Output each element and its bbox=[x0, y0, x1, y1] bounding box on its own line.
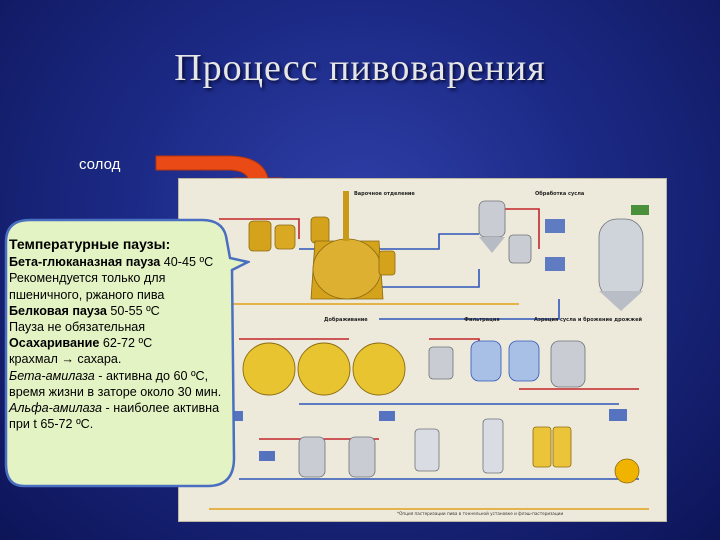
section-label-filtration: Фильтрация bbox=[464, 317, 500, 323]
section-label-fermentation: Аэрация сусла и брожение дрожжей bbox=[534, 316, 643, 323]
section-label-maturation: Дображивание bbox=[324, 316, 368, 323]
callout-line: Бета-глюканазная пауза 40-45 ºС bbox=[9, 255, 214, 270]
brewing-process-diagram: Варочное отделение Обработка сусла Добра… bbox=[178, 178, 667, 522]
callout-line: Пауза не обязательная bbox=[9, 320, 146, 335]
filtration-units bbox=[428, 340, 586, 388]
wort-treatment-vessels bbox=[478, 200, 565, 271]
malt-label: солод bbox=[79, 156, 121, 173]
temperature-pauses-text: Температурные паузы: Бета-глюканазная па… bbox=[9, 236, 233, 432]
control-panels bbox=[227, 409, 627, 461]
callout-bubble bbox=[4, 218, 250, 488]
callout-line: крахмал → сахара. bbox=[9, 352, 122, 367]
fermentation-tank bbox=[598, 205, 649, 311]
callout-line: Осахаривание 62-72 ºС bbox=[9, 336, 153, 351]
callout-line: время жизни в заторе около 30 мин. bbox=[9, 384, 222, 399]
maturation-spheres bbox=[242, 342, 406, 396]
callout-line: Бета-амилаза - активна до 60 ºС, bbox=[9, 368, 209, 383]
callout-line: Рекомендуется только для пшеничного, ржа… bbox=[9, 271, 166, 302]
callout-line: Альфа-амилаза - наиболее активна при t 6… bbox=[9, 401, 220, 432]
callout-heading: Температурные паузы: bbox=[9, 236, 171, 252]
brewhouse-kettles bbox=[248, 191, 396, 300]
callout-line: Белковая пауза 50-55 ºС bbox=[9, 303, 160, 318]
diagram-footnote: *Опция пастеризации пива в тоннельной ус… bbox=[397, 511, 563, 516]
section-label-brewhouse: Варочное отделение bbox=[354, 191, 415, 197]
section-label-wort: Обработка сусла bbox=[535, 190, 584, 197]
page-title: Процесс пивоварения bbox=[174, 47, 546, 89]
bright-beer-tanks bbox=[298, 418, 640, 484]
